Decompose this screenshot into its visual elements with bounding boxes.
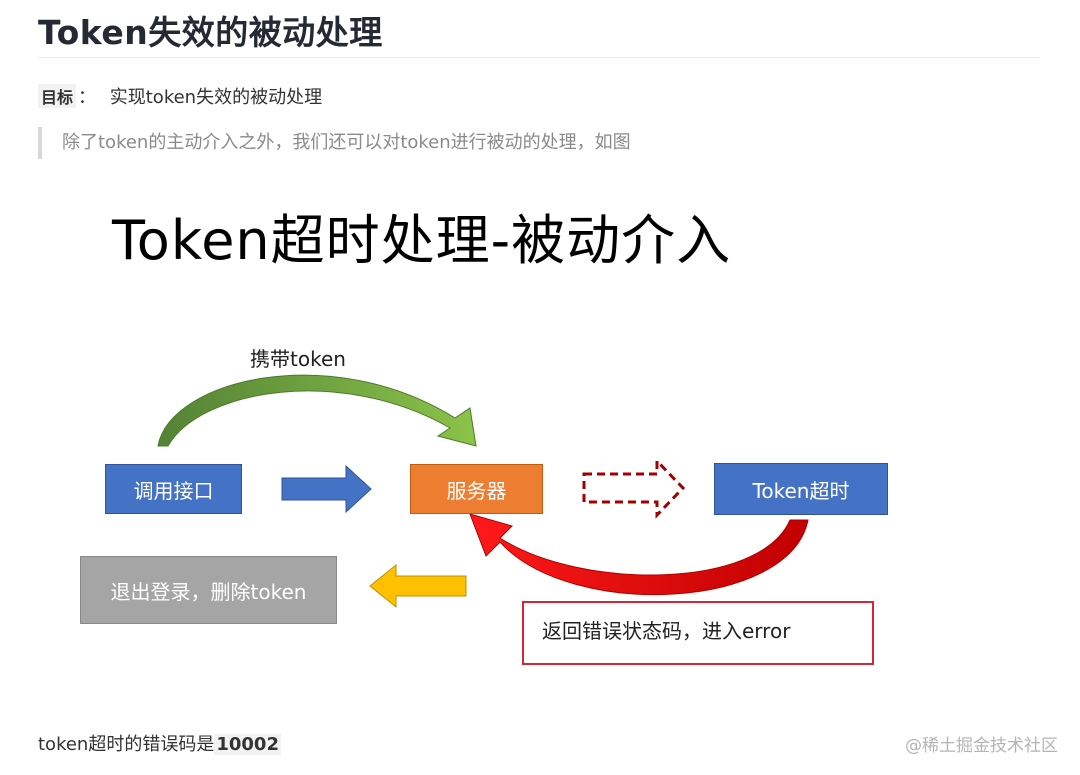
token-timeout-box: Token超时 — [714, 463, 888, 515]
server-label: 服务器 — [446, 478, 507, 503]
title-divider — [38, 57, 1040, 58]
red-curved-arrow — [469, 513, 809, 595]
watermark: @稀土掘金技术社区 — [905, 736, 1058, 756]
goal-text: 实现token失效的被动处理 — [109, 87, 323, 108]
call-api-label: 调用接口 — [133, 478, 214, 503]
carry-token-label: 携带token — [250, 347, 346, 371]
logout-label: 退出登录，删除token — [110, 579, 307, 604]
goal-tag: 目标 — [38, 84, 77, 108]
blue-right-arrow — [281, 464, 372, 514]
green-curved-arrow — [157, 374, 477, 447]
call-api-box: 调用接口 — [105, 464, 242, 514]
goal-line: 目标： 实现token失效的被动处理 — [38, 83, 322, 109]
error-code-value: 10002 — [214, 734, 281, 755]
error-code-text: token超时的错误码是 — [38, 734, 215, 755]
page-title: Token失效的被动处理 — [38, 13, 383, 52]
logout-box: 退出登录，删除token — [80, 556, 337, 624]
goal-separator: ： — [78, 87, 97, 108]
dashed-red-arrow — [582, 457, 686, 519]
token-timeout-label: Token超时 — [752, 478, 850, 503]
yellow-left-arrow — [369, 563, 467, 609]
error-box: 返回错误状态码，进入error — [522, 601, 874, 665]
error-label: 返回错误状态码，进入error — [542, 619, 791, 643]
server-box: 服务器 — [410, 464, 543, 514]
blockquote: 除了token的主动介入之外，我们还可以对token进行被动的处理，如图 — [38, 127, 962, 159]
diagram-title: Token超时处理-被动介入 — [112, 209, 732, 272]
